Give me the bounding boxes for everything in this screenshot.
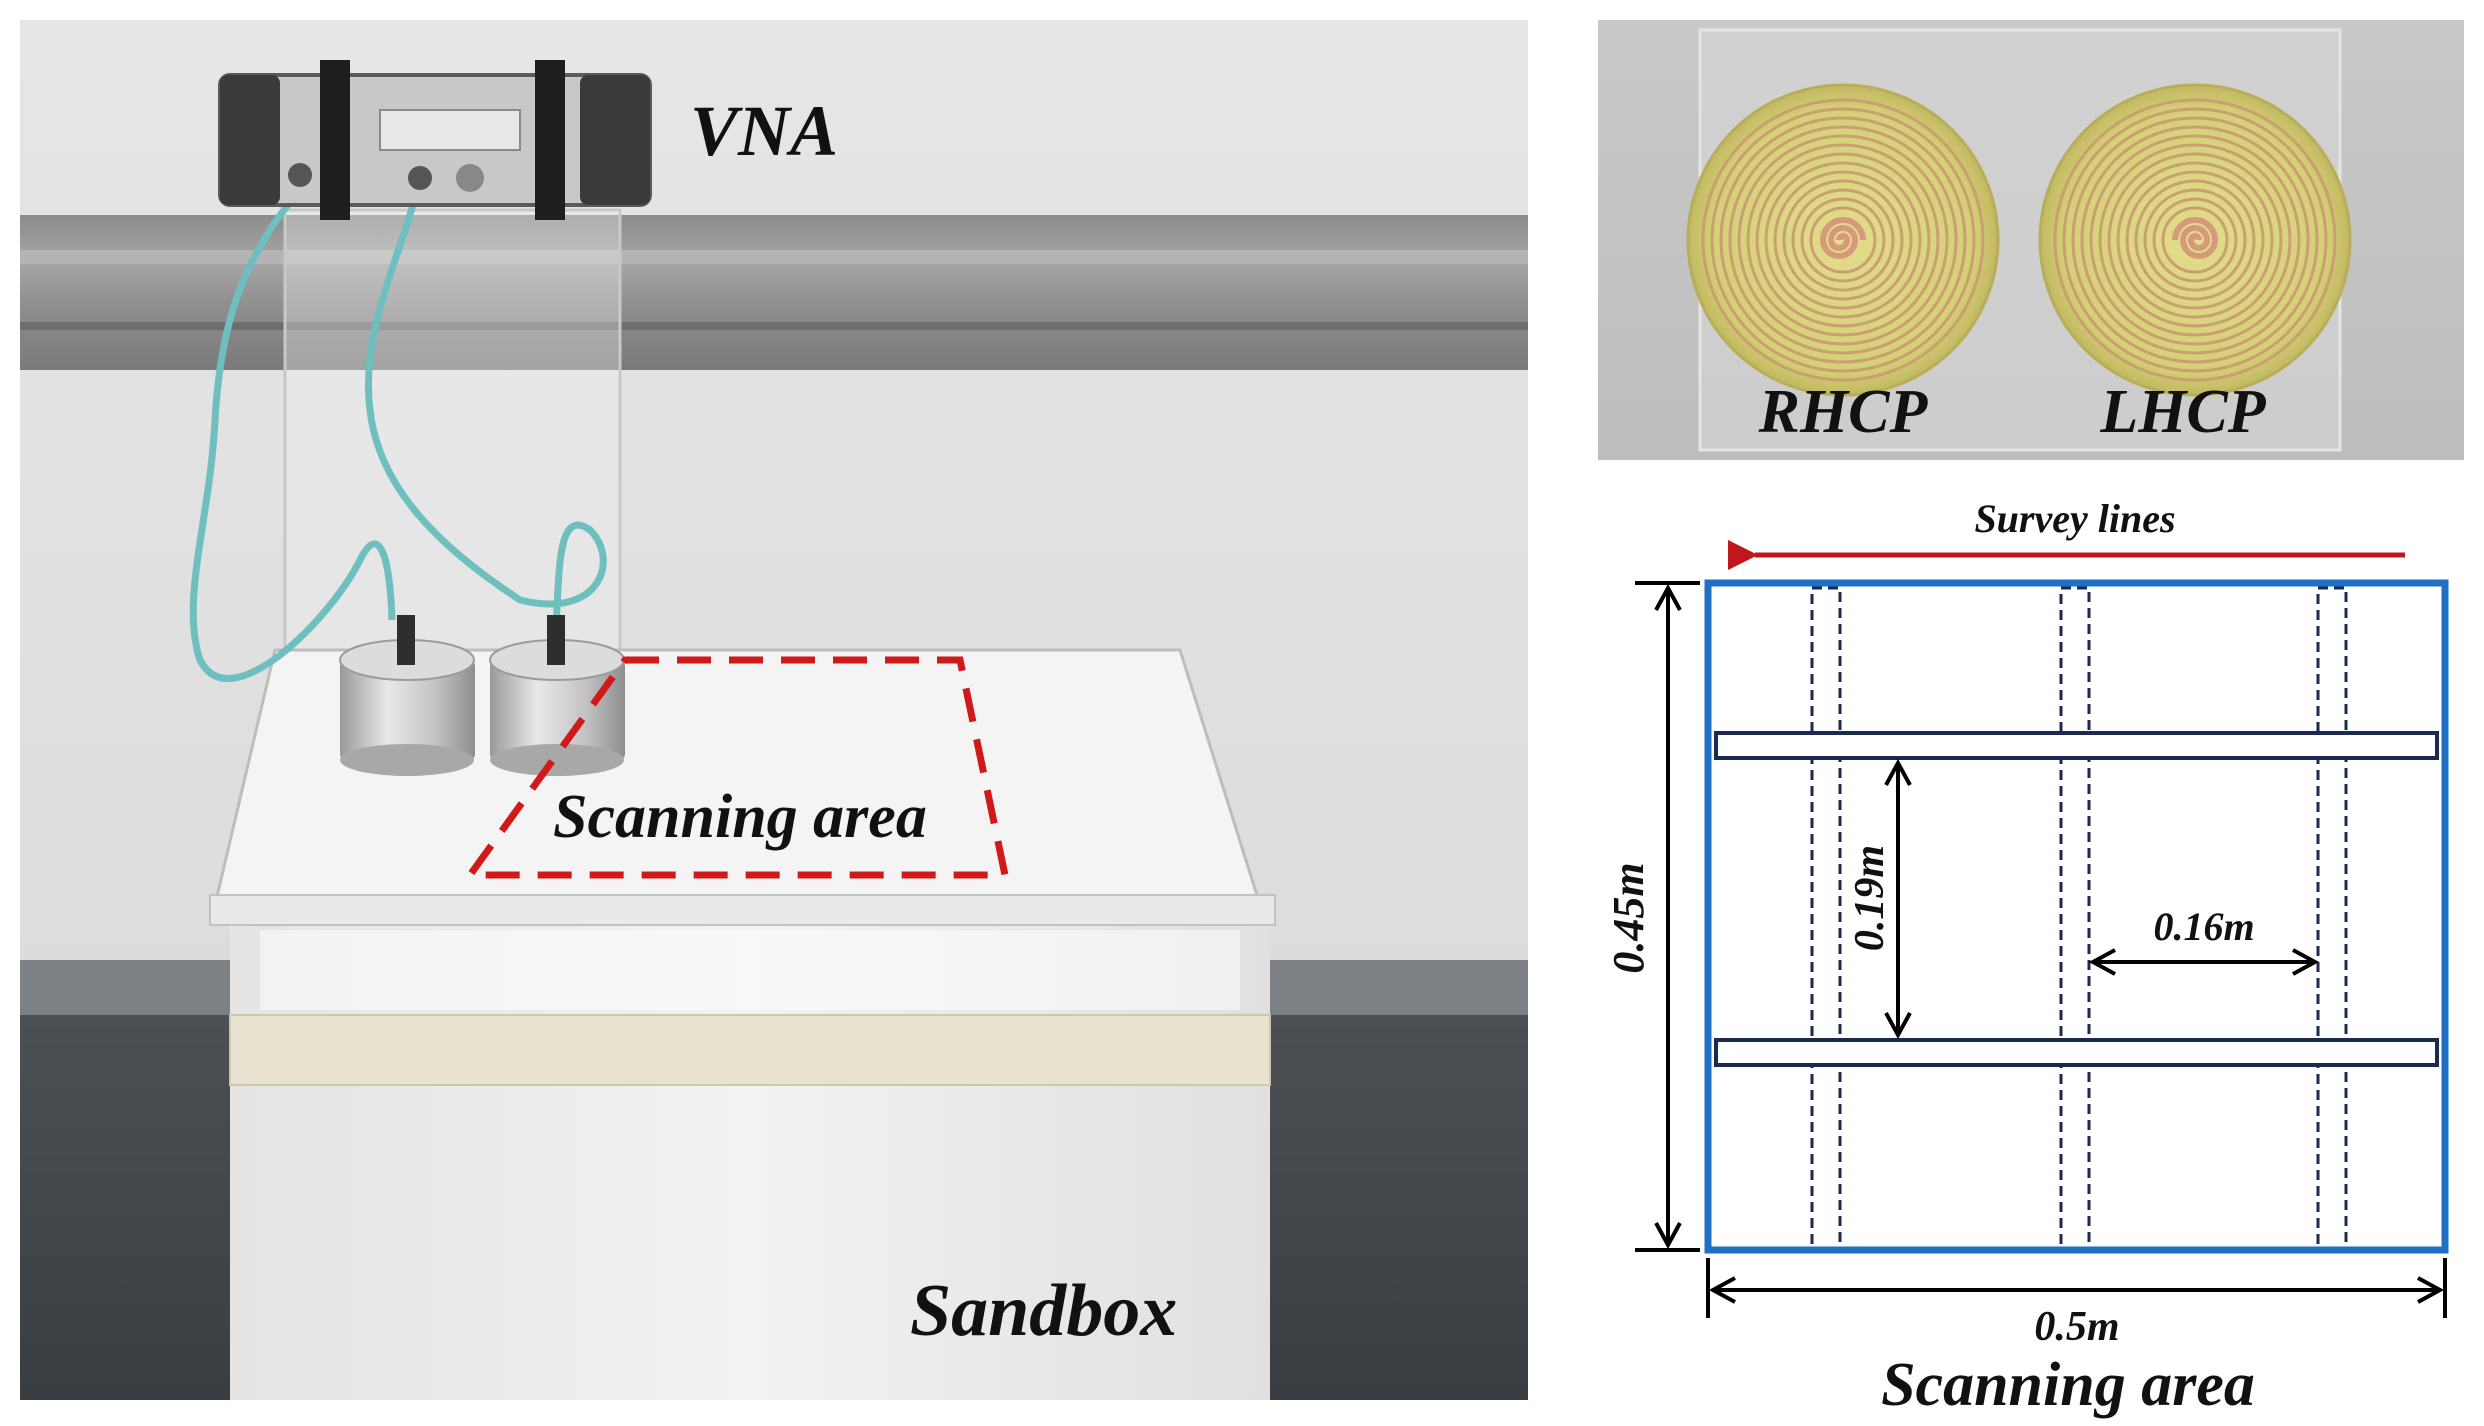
lhcp-rings	[2053, 98, 2337, 382]
lhcp-ring	[2089, 134, 2301, 346]
height-label: 0.45m	[1604, 862, 1653, 973]
wall-rail-groove	[20, 322, 1528, 330]
lhcp-ring	[2125, 170, 2265, 310]
lhcp-spiral-center	[2172, 217, 2219, 259]
pipe-vertical-1	[1810, 586, 1842, 1250]
pipe-horizontal-bottom	[1714, 1038, 2439, 1067]
photo-panel: VNA Scanning area Sandbox	[20, 20, 1528, 1400]
lhcp-antenna	[2038, 83, 2352, 397]
height-dimension	[1635, 581, 1700, 1252]
rhcp-ring	[1809, 206, 1877, 274]
wall-rail-highlight	[20, 250, 1528, 264]
schematic-panel: Survey lines 0.45m 0.19m	[1604, 496, 2449, 1419]
rhcp-spiral-center	[1819, 217, 1866, 259]
sandbox-inner-shade	[260, 930, 1240, 1010]
rhcp-ring	[1719, 116, 1967, 364]
vna-label: VNA	[690, 91, 838, 171]
lhcp-ring	[2152, 197, 2238, 283]
rhcp-ring	[1701, 98, 1985, 382]
antenna-unit-left	[339, 615, 475, 776]
rhcp-ring	[1782, 179, 1904, 301]
sandbox-band	[229, 1014, 1271, 1086]
survey-lines-label: Survey lines	[1974, 496, 2175, 541]
rhcp-ring	[1800, 197, 1886, 283]
wall-rail	[20, 215, 1528, 370]
vna-device	[218, 60, 652, 220]
rhcp-ring	[1728, 125, 1958, 355]
sandbox-label: Sandbox	[910, 1270, 1177, 1352]
lhcp-ring	[2080, 125, 2310, 355]
spacing-dimension	[1884, 758, 1912, 1040]
lhcp-ring	[2134, 179, 2256, 301]
cable-right	[364, 179, 607, 641]
lhcp-ring	[2107, 152, 2283, 328]
rhcp-ring	[1710, 107, 1976, 373]
scanning-frame	[1704, 579, 2449, 1254]
rhcp-ring	[1764, 161, 1922, 319]
spacing-label: 0.19m	[1847, 845, 1893, 951]
pipe-horizontal-top	[1714, 731, 2439, 760]
antenna-unit-right	[489, 615, 625, 776]
pipe-vertical-2	[2059, 586, 2091, 1250]
width-label: 0.5m	[2034, 1304, 2119, 1350]
sandbox-rim	[209, 894, 1276, 926]
lhcp-ring	[2161, 206, 2229, 274]
rhcp-rings	[1701, 98, 1985, 382]
schematic-caption: Scanning area	[1881, 1351, 2255, 1419]
antenna-panel: RHCP LHCP	[1598, 20, 2464, 460]
scanning-area-outline	[463, 656, 1010, 879]
rhcp-ring	[1791, 188, 1895, 292]
rhcp-ring	[1773, 170, 1913, 310]
pipe-vertical-3	[2316, 586, 2348, 1250]
gap-dimension	[2088, 948, 2320, 976]
lhcp-label: LHCP	[2099, 378, 2266, 446]
lhcp-ring	[2143, 188, 2247, 292]
rhcp-ring	[1737, 134, 1949, 346]
sandbox	[209, 648, 1276, 1400]
rhcp-antenna	[1686, 83, 2000, 397]
lhcp-ring	[2116, 161, 2274, 319]
gap-label: 0.16m	[2153, 904, 2254, 949]
rhcp-label: RHCP	[1758, 378, 1929, 446]
lhcp-ring	[2098, 143, 2292, 337]
rhcp-ring	[1746, 143, 1940, 337]
lhcp-ring	[2062, 107, 2328, 373]
width-dimension	[1706, 1258, 2447, 1318]
cable-left	[189, 187, 396, 682]
lhcp-ring	[2071, 116, 2319, 364]
vertical-pipes	[1810, 586, 2348, 1250]
lhcp-ring	[2053, 98, 2337, 382]
rhcp-ring	[1755, 152, 1931, 328]
photo-scanning-area-label: Scanning area	[553, 783, 927, 851]
